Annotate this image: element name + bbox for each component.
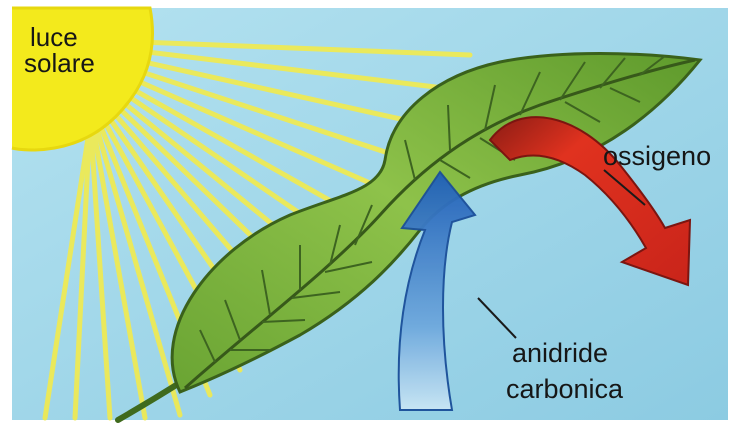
co2-label-line2: carbonica [506, 374, 624, 404]
oxygen-label: ossigeno [603, 141, 711, 171]
co2-label-line1: anidride [512, 338, 608, 368]
sun-label-line2: solare [24, 48, 95, 78]
